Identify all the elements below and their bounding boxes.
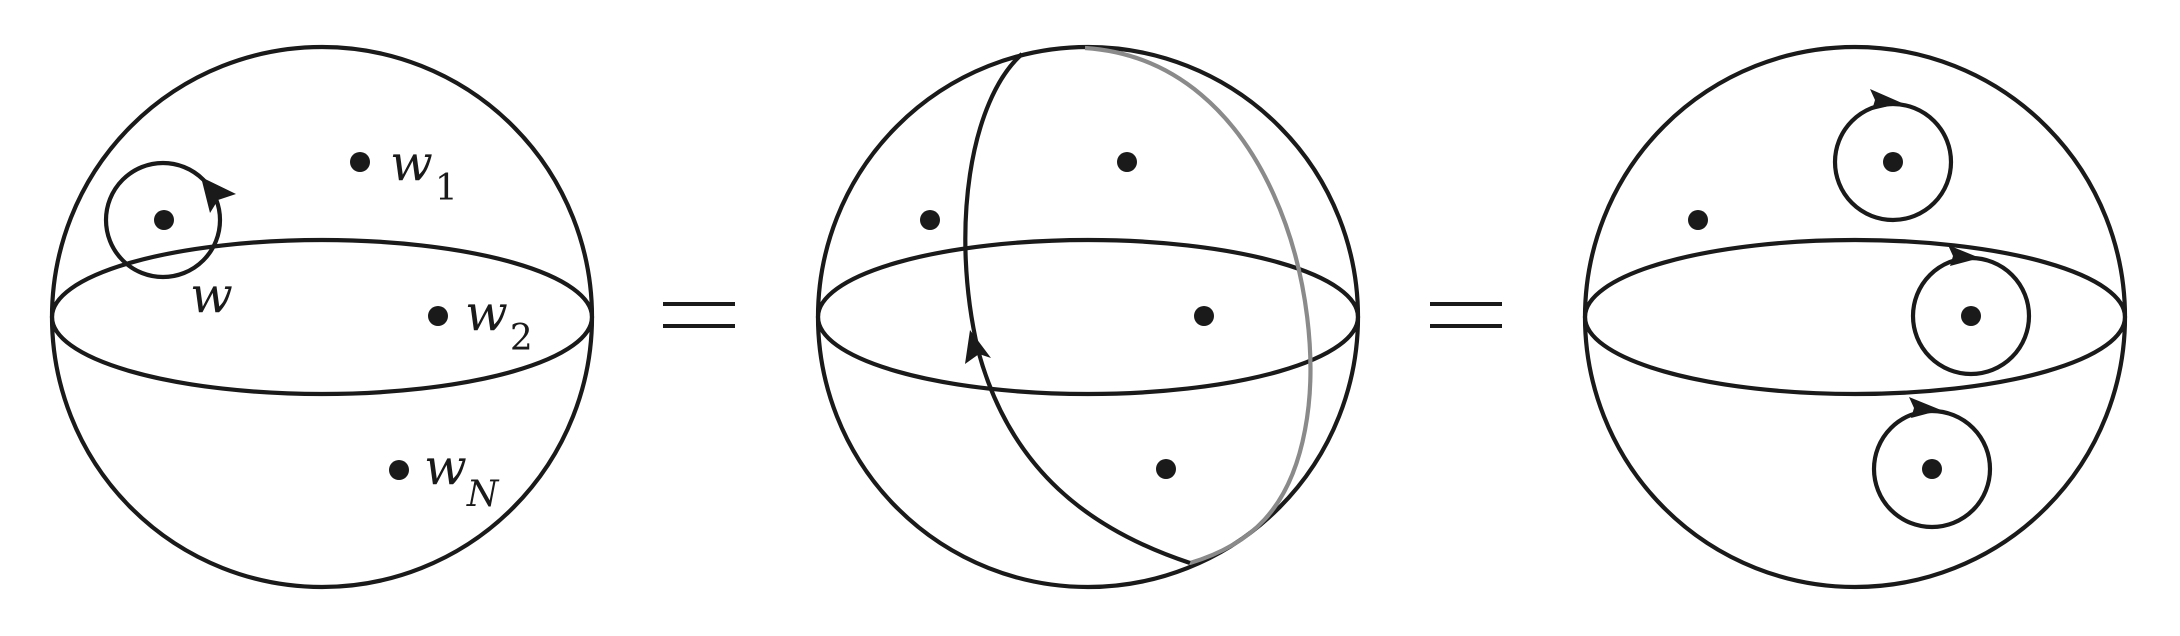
sphere-outline-right: [1582, 44, 2128, 590]
contour-around-w: [103, 160, 223, 280]
contour-arrowhead-w: [201, 177, 236, 213]
contour-arrowhead-middle: [965, 330, 991, 364]
label-wN-base: w: [424, 438, 467, 496]
contour-arrowhead-right-3: [1909, 397, 1941, 418]
equals-sign-1: [663, 302, 735, 328]
sphere-equator-middle: [815, 237, 1361, 397]
panel-right: [1582, 44, 2128, 590]
label-w2-base: w: [465, 284, 508, 342]
label-w1: w 1: [390, 134, 458, 209]
sphere-equator-right: [1582, 237, 2128, 397]
point-right-2: [1883, 152, 1903, 172]
contour-arrowhead-right-2: [1948, 245, 1980, 266]
label-wN-sub: N: [466, 474, 500, 515]
contour-arc-front: [963, 52, 1191, 565]
point-middle-3: [1194, 306, 1214, 326]
point-w2: [428, 306, 448, 326]
label-wN: w N: [424, 438, 500, 515]
point-middle-2: [1117, 152, 1137, 172]
panel-left: w w 1 w 2 w N: [49, 44, 595, 590]
point-right-3: [1961, 306, 1981, 326]
point-right-4: [1922, 459, 1942, 479]
label-w: w: [190, 266, 233, 324]
label-w1-sub: 1: [435, 168, 458, 209]
point-wN: [389, 460, 409, 480]
label-w2-sub: 2: [510, 318, 533, 359]
point-w1: [350, 152, 370, 172]
point-middle-4: [1156, 459, 1176, 479]
panel-middle: [815, 44, 1361, 590]
label-w2: w 2: [465, 284, 533, 359]
point-w: [154, 210, 174, 230]
meridian-arc-back: [1084, 45, 1313, 566]
sphere-equator-left: [49, 237, 595, 397]
point-middle-1: [920, 210, 940, 230]
equals-sign-2: [1430, 302, 1502, 328]
contour-arrowhead-right-1: [1870, 89, 1902, 110]
label-w1-base: w: [390, 134, 433, 192]
point-right-1: [1688, 210, 1708, 230]
